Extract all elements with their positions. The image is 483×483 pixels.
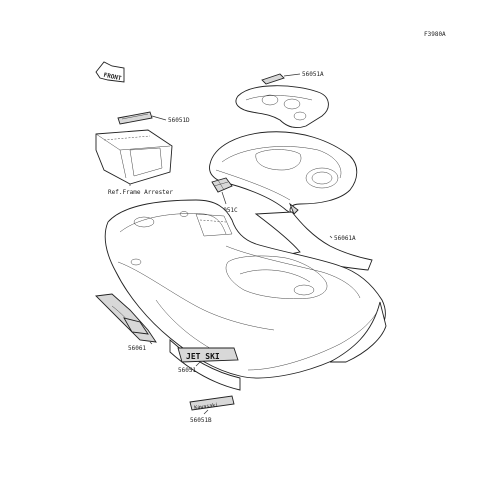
label-56051a: 56051A	[302, 71, 324, 78]
ref-frame-arrester: Ref.Frame Arrester	[108, 189, 173, 196]
label-56051b: 56051B	[190, 417, 212, 424]
label-56061: 56061	[128, 345, 146, 352]
front-arrow-icon: FRONT	[95, 61, 125, 83]
jetski-decal-56051: JET SKI	[177, 347, 239, 363]
kawasaki-decal-text: Kawasaki	[194, 402, 219, 411]
label-56051: 56051	[178, 367, 196, 374]
kawasaki-decal-56051b: Kawasaki	[189, 395, 235, 411]
label-56051d: 56051D	[168, 117, 190, 124]
decal-56051a	[261, 73, 285, 85]
storage-box-part	[95, 129, 173, 185]
hull-part	[104, 199, 387, 391]
side-decal-56061	[95, 293, 157, 343]
hood-part	[209, 131, 358, 215]
diagram-code: F3980A	[424, 31, 446, 38]
jetski-decal-text: JET SKI	[186, 352, 220, 361]
decal-56051c	[211, 177, 233, 193]
top-cover-part	[235, 85, 329, 129]
label-56061a: 56061A	[334, 235, 356, 242]
decal-56051d	[117, 111, 153, 125]
label-56051c: 56051C	[216, 207, 238, 214]
front-label: FRONT	[103, 72, 123, 83]
